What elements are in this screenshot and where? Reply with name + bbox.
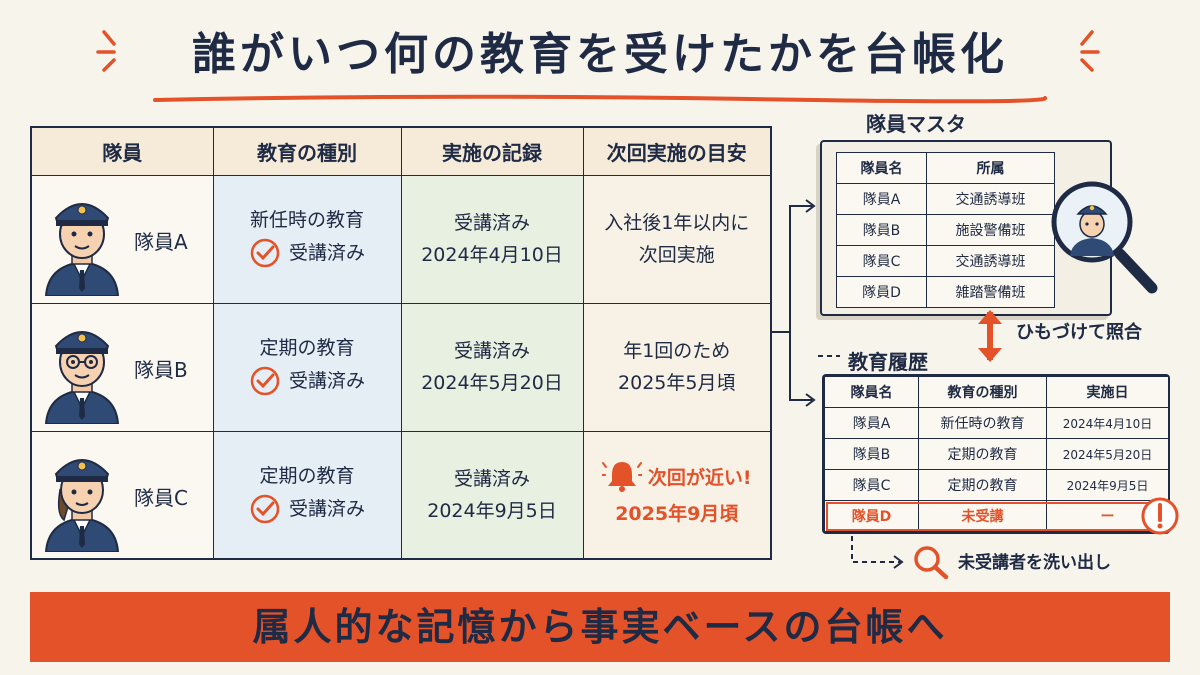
magnifier-guard-icon <box>1051 181 1158 294</box>
master-name: 隊員A <box>836 183 927 215</box>
check-circle-icon <box>250 238 280 268</box>
education-history-box: 隊員名 教育の種別 実施日 隊員A 新任時の教育 2024年4月10日 隊員B … <box>822 374 1170 534</box>
next-cell: 年1回のため 2025年5月頃 <box>582 302 772 432</box>
double-arrow-icon <box>978 310 1002 362</box>
education-ledger-table: 隊員 教育の種別 実施の記録 次回実施の目安 <box>30 126 772 560</box>
record-cell: 受講済み 2024年9月5日 <box>400 430 584 560</box>
left-spark-decoration <box>96 30 116 72</box>
master-header-name: 隊員名 <box>836 152 927 184</box>
history-type: 定期の教育 <box>918 469 1047 501</box>
master-label: 隊員マスタ <box>866 112 966 136</box>
table-row: 隊員C 定期の教育 2024年9月5日 <box>824 469 1169 501</box>
edu-type: 定期の教育 <box>259 337 355 359</box>
table-row: 隊員A 交通誘導班 <box>836 183 1055 215</box>
next-cell-alert: 次回が近い! 2025年9月頃 <box>582 430 772 560</box>
table-row: 隊員B 施設警備班 <box>836 214 1055 246</box>
table-header-row: 隊員 教育の種別 実施の記録 次回実施の目安 <box>30 126 772 176</box>
record-date: 2024年5月20日 <box>421 372 563 394</box>
member-name: 隊員A <box>134 229 188 254</box>
guard-avatar-female-icon <box>44 458 120 552</box>
guard-avatar-icon <box>44 202 120 296</box>
next-cell: 入社後1年以内に 次回実施 <box>582 174 772 304</box>
next-line-1: 入社後1年以内に <box>604 212 750 234</box>
table-row: 隊員C 交通誘導班 <box>836 245 1055 277</box>
bottom-banner: 属人的な記憶から事実ベースの台帳へ <box>30 592 1170 662</box>
next-line-1: 年1回のため <box>623 340 731 362</box>
member-cell: 隊員B <box>30 302 214 432</box>
link-label: ひもづけて照合 <box>1016 322 1142 343</box>
table-row: 隊員B 定期の教育 受講済み 受講済み 2024年5月20日 年1回のため 20… <box>30 302 772 432</box>
history-label: 教育履歴 <box>848 350 928 374</box>
right-spark-decoration <box>1080 30 1100 72</box>
history-name: 隊員D <box>824 500 919 532</box>
title-underline <box>153 94 1048 104</box>
history-type: 未受講 <box>918 500 1047 532</box>
master-name: 隊員D <box>836 276 927 308</box>
exclamation-icon <box>1141 497 1179 535</box>
history-name: 隊員C <box>824 469 919 501</box>
history-name: 隊員A <box>824 407 919 439</box>
edu-status: 受講済み <box>288 370 365 392</box>
record-date: 2024年9月5日 <box>427 499 557 522</box>
record-status: 受講済み <box>453 467 530 490</box>
edu-type: 定期の教育 <box>259 464 355 487</box>
find-missing-label: 未受講者を洗い出し <box>958 553 1111 573</box>
record-status: 受講済み <box>453 212 530 234</box>
next-line-2: 2025年5月頃 <box>618 372 736 394</box>
page-title: 誰がいつ何の教育を受けたかを台帳化 <box>192 29 1008 80</box>
table-row: 隊員D 雑踏警備班 <box>836 276 1055 308</box>
master-header-row: 隊員名 所属 <box>836 152 1055 184</box>
header-edu-type: 教育の種別 <box>212 126 402 176</box>
member-cell: 隊員C <box>30 430 214 560</box>
history-name: 隊員B <box>824 438 919 470</box>
master-dept: 施設警備班 <box>926 214 1055 246</box>
record-status: 受講済み <box>453 340 530 362</box>
edu-status: 受講済み <box>288 497 365 520</box>
history-header-date: 実施日 <box>1046 376 1169 408</box>
edu-type: 新任時の教育 <box>249 209 364 231</box>
table-row: 隊員A 新任時の教育 受講済み 受講済み 2024年4月10日 入社後1年以内に… <box>30 174 772 304</box>
history-table: 隊員名 教育の種別 実施日 隊員A 新任時の教育 2024年4月10日 隊員B … <box>824 376 1169 532</box>
edu-status: 受講済み <box>288 242 365 264</box>
table-row: 隊員C 定期の教育 受講済み 受講済み 2024年9月5日 <box>30 430 772 560</box>
bell-alert-icon <box>601 462 642 493</box>
next-alert-text: 次回が近い! <box>647 466 752 489</box>
check-circle-icon <box>250 494 280 523</box>
record-cell: 受講済み 2024年5月20日 <box>400 302 584 432</box>
history-date: 2024年4月10日 <box>1046 407 1169 439</box>
master-dept: 交通誘導班 <box>926 183 1055 215</box>
master-name: 隊員C <box>836 245 927 277</box>
master-dept: 交通誘導班 <box>926 245 1055 277</box>
next-line-2: 次回実施 <box>638 244 715 266</box>
edu-type-cell: 定期の教育 受講済み <box>212 302 402 432</box>
master-name: 隊員B <box>836 214 927 246</box>
record-date: 2024年4月10日 <box>421 244 563 266</box>
check-circle-icon <box>250 366 280 396</box>
member-name: 隊員C <box>134 485 188 510</box>
edu-type-cell: 新任時の教育 受講済み <box>212 174 402 304</box>
guard-avatar-glasses-icon <box>44 330 120 424</box>
table-row: 隊員B 定期の教育 2024年5月20日 <box>824 438 1169 470</box>
header-member: 隊員 <box>30 126 214 176</box>
master-table: 隊員名 所属 隊員A 交通誘導班 隊員B 施設警備班 隊員C 交通誘導班 隊員D… <box>836 152 1055 308</box>
header-record: 実施の記録 <box>400 126 584 176</box>
master-dept: 雑踏警備班 <box>926 276 1055 308</box>
history-type: 定期の教育 <box>918 438 1047 470</box>
history-type: 新任時の教育 <box>918 407 1047 439</box>
history-date: 2024年5月20日 <box>1046 438 1169 470</box>
master-header-dept: 所属 <box>926 152 1055 184</box>
record-cell: 受講済み 2024年4月10日 <box>400 174 584 304</box>
member-cell: 隊員A <box>30 174 214 304</box>
history-header-row: 隊員名 教育の種別 実施日 <box>824 376 1169 408</box>
history-header-type: 教育の種別 <box>918 376 1047 408</box>
header-next: 次回実施の目安 <box>582 126 772 176</box>
table-row-missing: 隊員D 未受講 ー <box>824 500 1169 532</box>
table-row: 隊員A 新任時の教育 2024年4月10日 <box>824 407 1169 439</box>
history-header-name: 隊員名 <box>824 376 919 408</box>
member-name: 隊員B <box>134 357 188 382</box>
search-icon <box>914 546 949 580</box>
edu-type-cell: 定期の教育 受講済み <box>212 430 402 560</box>
next-line-2: 2025年9月頃 <box>615 503 739 526</box>
